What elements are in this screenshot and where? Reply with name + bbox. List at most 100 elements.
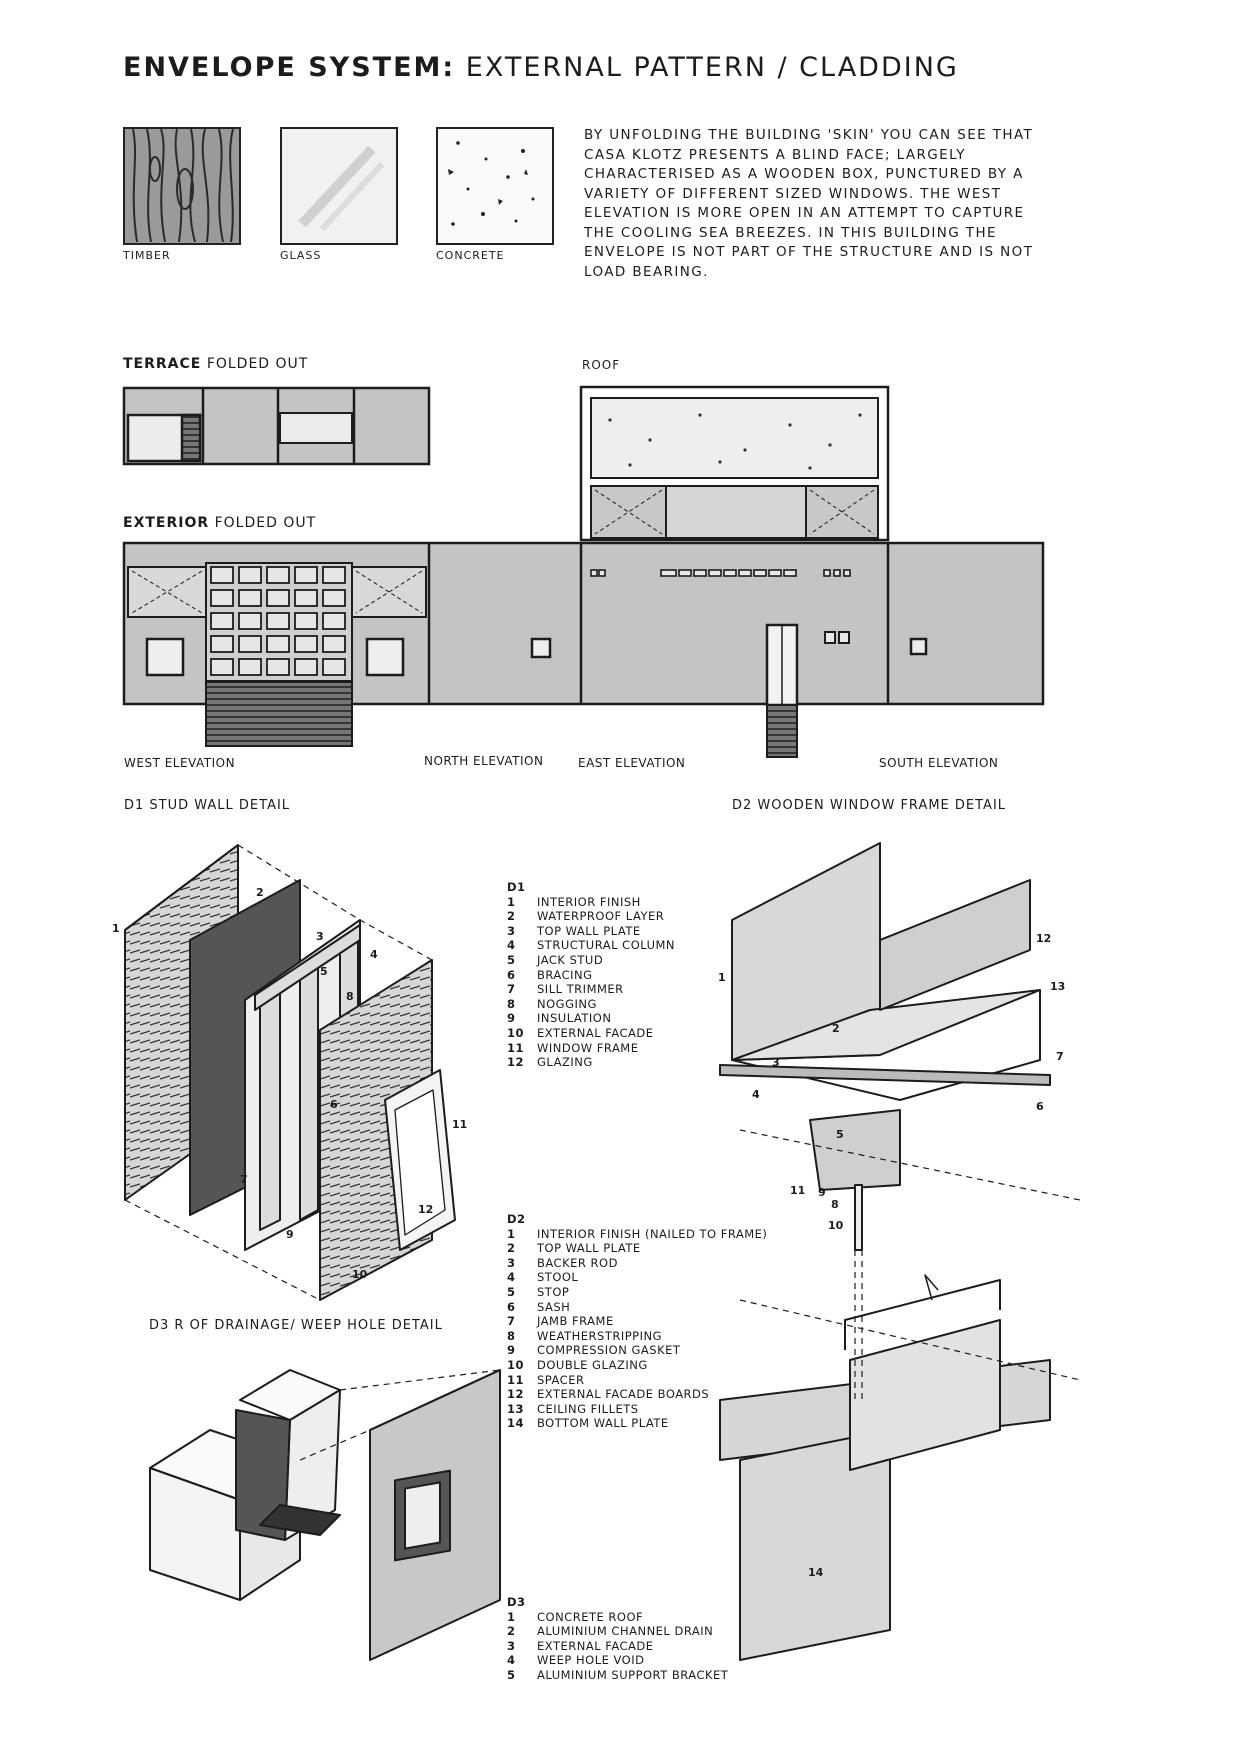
west-elevation-label: WEST ELEVATION [124, 756, 236, 770]
d2-window-frame [719, 842, 1081, 1661]
timber-label: TIMBER [123, 249, 171, 262]
d2-callouts: 1 2 3 4 5 6 7 8 9 10 11 12 13 14 [718, 932, 1065, 1579]
timber-swatch [123, 127, 241, 245]
d2-callout-4: 4 [752, 1088, 760, 1101]
legend-d3-heading: D3 [507, 1595, 526, 1609]
d2-callout-9: 9 [818, 1186, 826, 1199]
terrace-label: TERRACE FOLDED OUT [123, 356, 309, 372]
concrete-swatch [436, 127, 554, 245]
d2-callout-7: 7 [1056, 1050, 1064, 1063]
north-elevation-label: NORTH ELEVATION [424, 754, 544, 768]
d2-callout-11: 11 [790, 1184, 805, 1197]
d2-callout-10: 10 [828, 1219, 844, 1232]
d3-roof-drainage [149, 1369, 501, 1661]
d1-callout-11: 11 [452, 1118, 467, 1131]
d2-callout-13: 13 [1050, 980, 1065, 993]
d2-title: D2 WOODEN WINDOW FRAME DETAIL [732, 798, 1007, 813]
east-elevation-label: EAST ELEVATION [578, 756, 686, 770]
d1-callout-5: 5 [320, 965, 328, 978]
glass-reflection [298, 145, 385, 232]
south-elevation-label: SOUTH ELEVATION [879, 756, 999, 770]
title-rest: EXTERNAL PATTERN / CLADDING [465, 52, 959, 83]
south-window [909, 637, 928, 656]
d1-stud-wall [124, 844, 456, 1301]
d2-callout-1: 1 [718, 971, 726, 984]
d1-callout-7: 7 [240, 1173, 248, 1186]
concrete-aggregate [448, 141, 535, 226]
d1-callout-2: 2 [256, 886, 264, 899]
d2-callout-8: 8 [831, 1198, 839, 1211]
description-text: BY UNFOLDING THE BUILDING 'SKIN' YOU CAN… [584, 127, 1034, 280]
d2-callout-2: 2 [832, 1022, 840, 1035]
glass-label: GLASS [280, 249, 322, 262]
north-window [530, 637, 552, 659]
d2-callout-3: 3 [772, 1056, 780, 1069]
east-elevation [590, 569, 851, 758]
west-elevation [127, 562, 427, 747]
roof-label: ROOF [582, 358, 621, 372]
d2-callout-14: 14 [808, 1566, 824, 1579]
exterior-label: EXTERIOR FOLDED OUT [123, 515, 317, 531]
page-title: ENVELOPE SYSTEM: EXTERNAL PATTERN / CLAD… [123, 52, 959, 83]
glass-swatch [280, 127, 398, 245]
d1-callout-12: 12 [418, 1203, 433, 1216]
legend-d1-heading: D1 [507, 880, 526, 894]
title-bold: ENVELOPE SYSTEM: [123, 52, 456, 83]
d1-callout-3: 3 [316, 930, 324, 943]
d2-callout-6: 6 [1036, 1100, 1044, 1113]
d1-callout-4: 4 [370, 948, 378, 961]
d1-callouts: 1 2 3 4 5 6 7 8 9 10 11 12 [112, 886, 467, 1281]
d1-callout-9: 9 [286, 1228, 294, 1241]
d1-callout-10: 10 [352, 1268, 368, 1281]
d1-callout-1: 1 [112, 922, 120, 935]
timber-grain-pattern [132, 129, 234, 242]
d2-callout-12: 12 [1036, 932, 1051, 945]
roof-concrete-specks [608, 413, 862, 470]
legend-d2-heading: D2 [507, 1212, 526, 1226]
d3-title: D3 R OF DRAINAGE/ WEEP HOLE DETAIL [149, 1318, 443, 1333]
roof-panel [579, 385, 890, 542]
terrace-strip [122, 386, 431, 466]
d1-callout-6: 6 [330, 1098, 338, 1111]
d1-callout-8: 8 [346, 990, 354, 1003]
d1-title: D1 STUD WALL DETAIL [124, 798, 291, 813]
d2-callout-5: 5 [836, 1128, 844, 1141]
elevation-strip [122, 541, 1045, 758]
